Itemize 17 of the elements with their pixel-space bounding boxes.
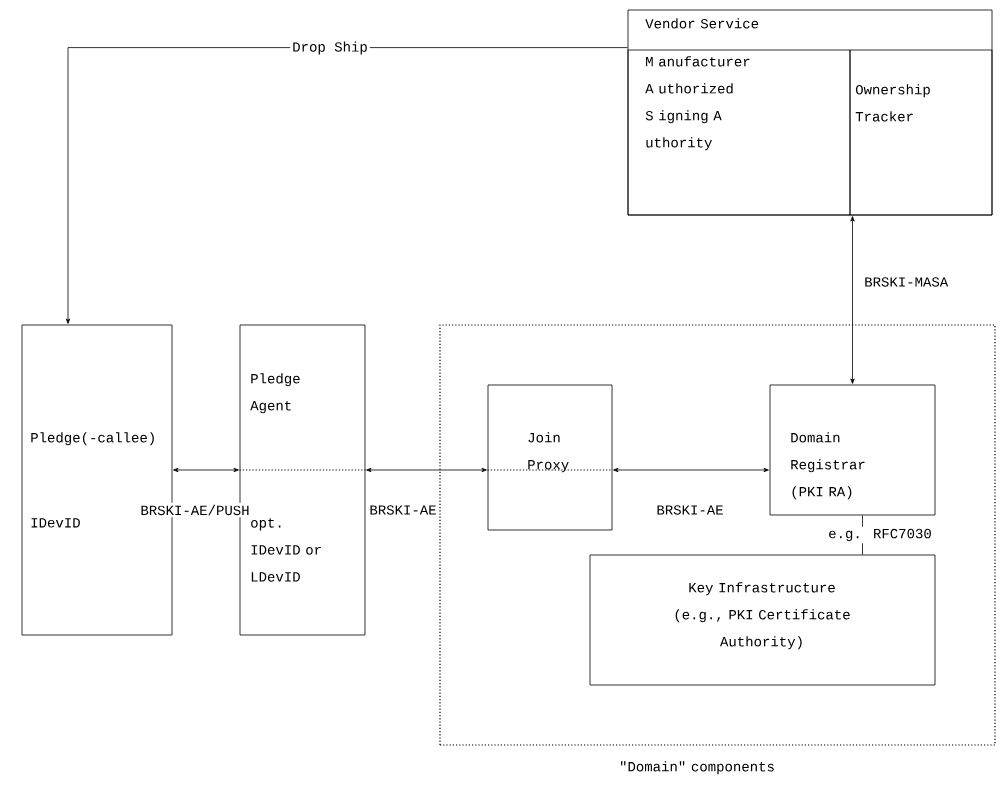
edge-label: Drop Ship xyxy=(290,39,370,57)
component-box: M anufacturer A uthorized S igning A uthority xyxy=(627,49,851,216)
edge-label: BRSKI-AE xyxy=(654,503,726,517)
edge-label: BRSKI-AE/PUSH xyxy=(138,502,252,518)
arrow xyxy=(173,467,239,473)
edge-label: e.g. RFC7030 xyxy=(826,526,934,544)
arrow xyxy=(65,47,628,324)
component-box: Ownership Tracker xyxy=(849,49,993,216)
edge-label: BRSKI-AE xyxy=(367,503,439,517)
edge-label: BRSKI-MASA xyxy=(865,277,949,287)
arrow xyxy=(850,216,855,384)
proxy-box: Join Proxy xyxy=(487,384,613,531)
arrow xyxy=(613,467,769,473)
registrar-box: Domain Registrar (PKI RA) xyxy=(769,384,936,516)
arrow xyxy=(366,467,487,473)
node-label: "Domain" components xyxy=(620,761,774,775)
authority-box: Key Infrastructure (e.g., PKI Certificate Authority) xyxy=(589,554,936,686)
